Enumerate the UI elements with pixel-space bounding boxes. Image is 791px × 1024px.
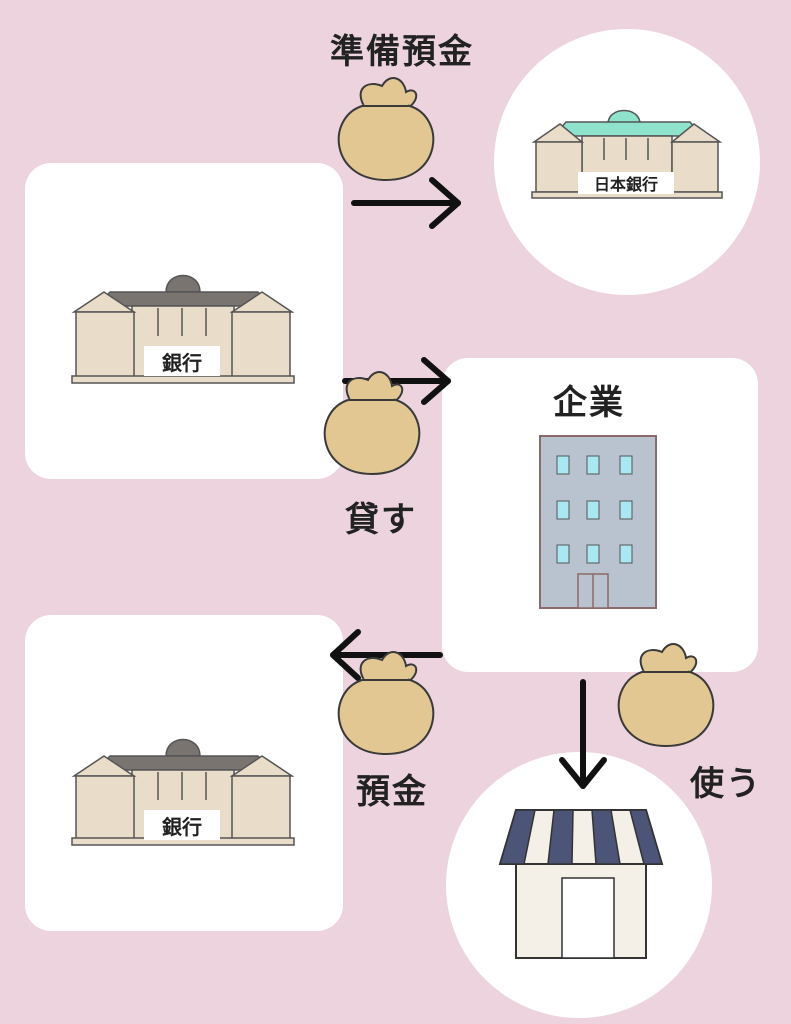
- company-label: 企業: [553, 383, 625, 423]
- money-bag-deposit-icon: [336, 650, 436, 756]
- boj-building-icon: 日本銀行: [531, 109, 723, 199]
- spend-label: 使う: [690, 764, 762, 804]
- arrow-company-to-shop-icon: [559, 679, 607, 789]
- money-bag-reserve-icon: [336, 76, 436, 182]
- bank-bottom-sign-text: 銀行: [162, 815, 202, 839]
- boj-sign-text: 日本銀行: [594, 175, 658, 194]
- office-building-icon: [539, 435, 657, 609]
- money-bag-spend-icon: [616, 642, 716, 748]
- lend-label: 貸す: [345, 500, 417, 540]
- deposit-label: 預金: [356, 772, 428, 812]
- money-bag-lend-icon: [322, 370, 422, 476]
- arrow-bank-to-boj-icon: [351, 177, 461, 229]
- bank-top-building-icon: 銀行: [71, 274, 295, 384]
- shop-icon: [498, 809, 664, 959]
- bank-bottom-building-icon: 銀行: [71, 738, 295, 846]
- bank-top-sign-text: 銀行: [162, 351, 202, 375]
- reserve-deposit-label: 準備預金: [330, 32, 474, 72]
